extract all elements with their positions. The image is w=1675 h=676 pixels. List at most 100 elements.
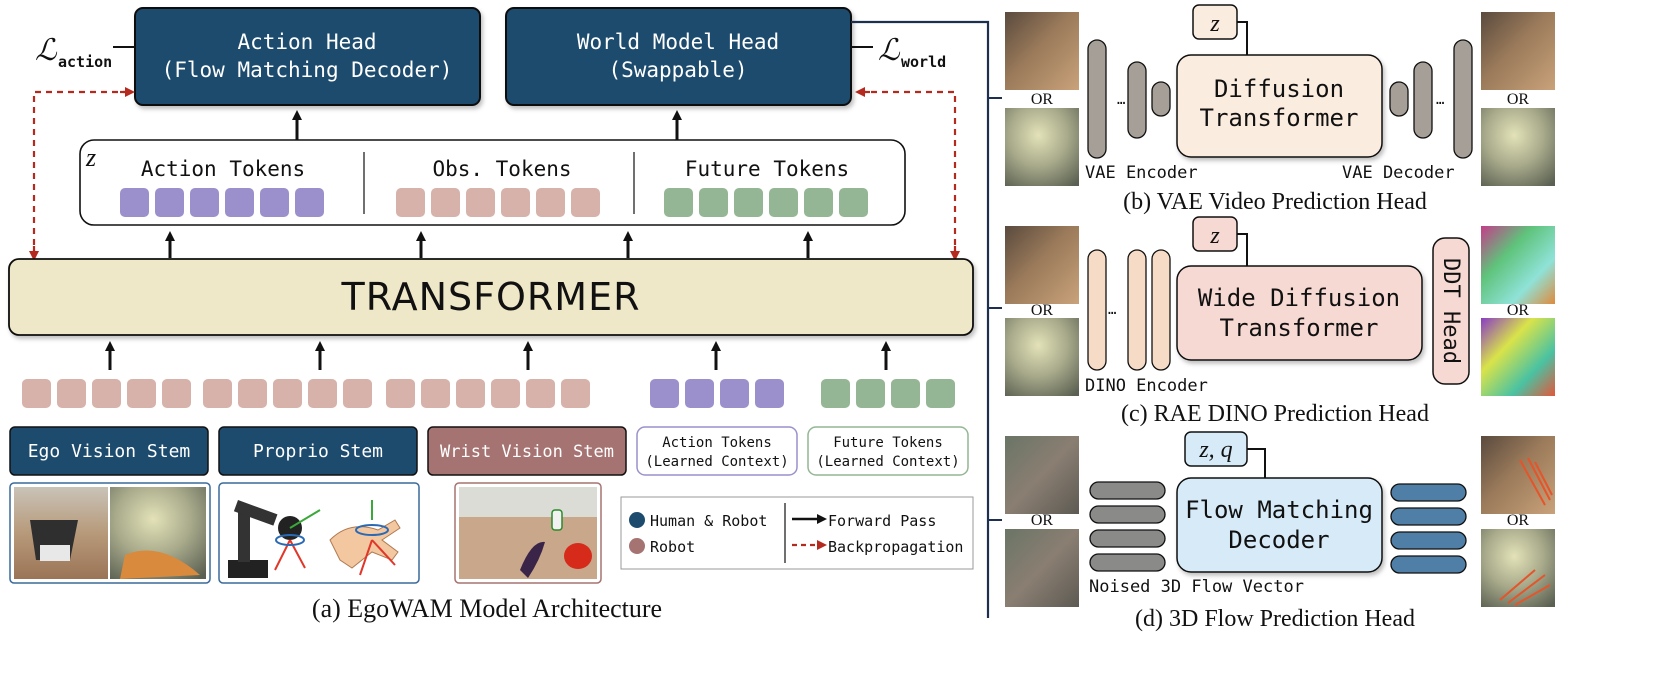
future-tokens-label: Future Tokens bbox=[685, 157, 849, 181]
b-decoder-ellipsis: … bbox=[1436, 92, 1444, 108]
d-output-flow-trails-1 bbox=[1519, 457, 1553, 506]
output-future-token bbox=[769, 188, 798, 217]
b-input-image-2 bbox=[1005, 108, 1079, 186]
output-action-token bbox=[155, 188, 184, 217]
output-action-token bbox=[190, 188, 219, 217]
b-z-label: z bbox=[1209, 11, 1220, 37]
d-zq-label: z, q bbox=[1198, 437, 1232, 463]
output-action-token bbox=[260, 188, 289, 217]
action-head-title: Action Head bbox=[237, 30, 376, 54]
d-flow-matching-decoder-box bbox=[1176, 477, 1383, 573]
legend-human-robot-swatch bbox=[629, 512, 645, 528]
c-ddt-head-box bbox=[1432, 237, 1470, 385]
c-output-dino-map-2 bbox=[1481, 318, 1555, 396]
caption-a: (a) EgoWAM Model Architecture bbox=[312, 594, 662, 623]
loss-world-subscript: world bbox=[901, 53, 946, 71]
b-input-image-1 bbox=[1005, 12, 1079, 90]
input-action-context-token bbox=[650, 379, 679, 408]
input-proprio-token bbox=[238, 379, 267, 408]
c-or-left: OR bbox=[1031, 302, 1054, 319]
d-zq-connector bbox=[1247, 448, 1266, 478]
robot-arm-illustration bbox=[228, 500, 321, 578]
proprio-image-frame bbox=[218, 482, 420, 584]
input-proprio-token bbox=[273, 379, 302, 408]
input-wrist-token bbox=[421, 379, 450, 408]
world-model-head-subtitle: (Swappable) bbox=[608, 58, 747, 82]
input-wrist-token bbox=[456, 379, 485, 408]
input-proprio-token bbox=[308, 379, 337, 408]
d-output-flow-trails-2 bbox=[1499, 569, 1551, 606]
b-z-connector bbox=[1237, 21, 1248, 55]
transformer-block bbox=[8, 258, 974, 336]
legend-robot-label: Robot bbox=[650, 538, 695, 556]
predicted-flow-bar bbox=[1390, 483, 1467, 502]
input-future-context-token bbox=[926, 379, 955, 408]
output-token-squares bbox=[120, 188, 868, 217]
noised-flow-bar bbox=[1089, 529, 1166, 548]
b-encoder-ellipsis: … bbox=[1117, 92, 1125, 108]
ego-image-cup bbox=[40, 545, 70, 561]
c-encoder-label: DINO Encoder bbox=[1085, 376, 1208, 396]
future-context-stem bbox=[807, 426, 969, 476]
d-output-image-2 bbox=[1481, 529, 1555, 607]
c-dino-encoder-layer-3 bbox=[1151, 249, 1171, 371]
d-input-image-1 bbox=[1005, 436, 1079, 514]
c-encoder-ellipsis: … bbox=[1108, 302, 1116, 318]
b-vae-decoder-layer-1 bbox=[1389, 81, 1409, 117]
output-future-token bbox=[699, 188, 728, 217]
action-tokens-label: Action Tokens bbox=[141, 157, 305, 181]
output-obs-token bbox=[571, 188, 600, 217]
d-box-line2: Decoder bbox=[1228, 526, 1329, 554]
action-context-line2: (Learned Context) bbox=[645, 454, 788, 470]
b-decoder-label: VAE Decoder bbox=[1342, 163, 1455, 183]
c-wide-diffusion-transformer-box bbox=[1176, 265, 1423, 361]
input-ego-token bbox=[162, 379, 191, 408]
noised-flow-bar bbox=[1089, 553, 1166, 572]
output-obs-token bbox=[431, 188, 460, 217]
b-or-right: OR bbox=[1507, 91, 1530, 108]
output-action-token bbox=[120, 188, 149, 217]
wrist-vision-stem bbox=[427, 426, 627, 476]
c-z-label: z bbox=[1209, 223, 1220, 249]
c-or-right: OR bbox=[1507, 302, 1530, 319]
b-output-image-1 bbox=[1481, 12, 1555, 90]
noised-flow-bar bbox=[1089, 481, 1166, 500]
human-hand-illustration bbox=[329, 500, 401, 576]
input-action-context-token bbox=[755, 379, 784, 408]
output-future-token bbox=[734, 188, 763, 217]
wrist-image-eggplant bbox=[520, 541, 545, 578]
input-wrist-token bbox=[526, 379, 555, 408]
d-or-left: OR bbox=[1031, 512, 1054, 529]
action-head-subtitle: (Flow Matching Decoder) bbox=[162, 58, 453, 82]
legend-forward-label: Forward Pass bbox=[828, 512, 936, 530]
legend-human-robot-label: Human & Robot bbox=[650, 512, 767, 530]
proprio-stem-label: Proprio Stem bbox=[253, 441, 383, 462]
caption-c: (c) RAE DINO Prediction Head bbox=[1121, 401, 1429, 427]
d-noised-flow-vectors bbox=[1089, 481, 1166, 572]
ego-wrist-image-gripper bbox=[120, 550, 200, 579]
c-dino-encoder-layer-1 bbox=[1087, 249, 1107, 371]
loss-action-subscript: action bbox=[58, 53, 112, 71]
noised-flow-bar bbox=[1089, 505, 1166, 524]
obs-tokens-label: Obs. Tokens bbox=[432, 157, 571, 181]
legend-backprop-label: Backpropagation bbox=[828, 538, 963, 556]
predicted-flow-bar bbox=[1390, 531, 1467, 550]
future-context-line1: Future Tokens bbox=[833, 435, 943, 451]
output-action-token bbox=[295, 188, 324, 217]
c-box-line1: Wide Diffusion bbox=[1198, 284, 1400, 312]
d-noised-label: Noised 3D Flow Vector bbox=[1089, 577, 1304, 597]
input-wrist-token bbox=[491, 379, 520, 408]
input-action-context-token bbox=[685, 379, 714, 408]
caption-d: (d) 3D Flow Prediction Head bbox=[1135, 606, 1415, 632]
wrist-vision-stem-label: Wrist Vision Stem bbox=[440, 442, 614, 462]
wrist-image-wall bbox=[459, 487, 597, 517]
input-wrist-token bbox=[386, 379, 415, 408]
input-proprio-token bbox=[343, 379, 372, 408]
future-context-line2: (Learned Context) bbox=[816, 454, 959, 470]
transformer-label: TRANSFORMER bbox=[341, 275, 641, 319]
b-vae-decoder-layer-2 bbox=[1413, 61, 1433, 139]
world-model-head-box bbox=[505, 7, 852, 106]
b-box-line2: Transformer bbox=[1200, 104, 1359, 132]
c-box-line2: Transformer bbox=[1220, 314, 1379, 342]
output-obs-token bbox=[501, 188, 530, 217]
